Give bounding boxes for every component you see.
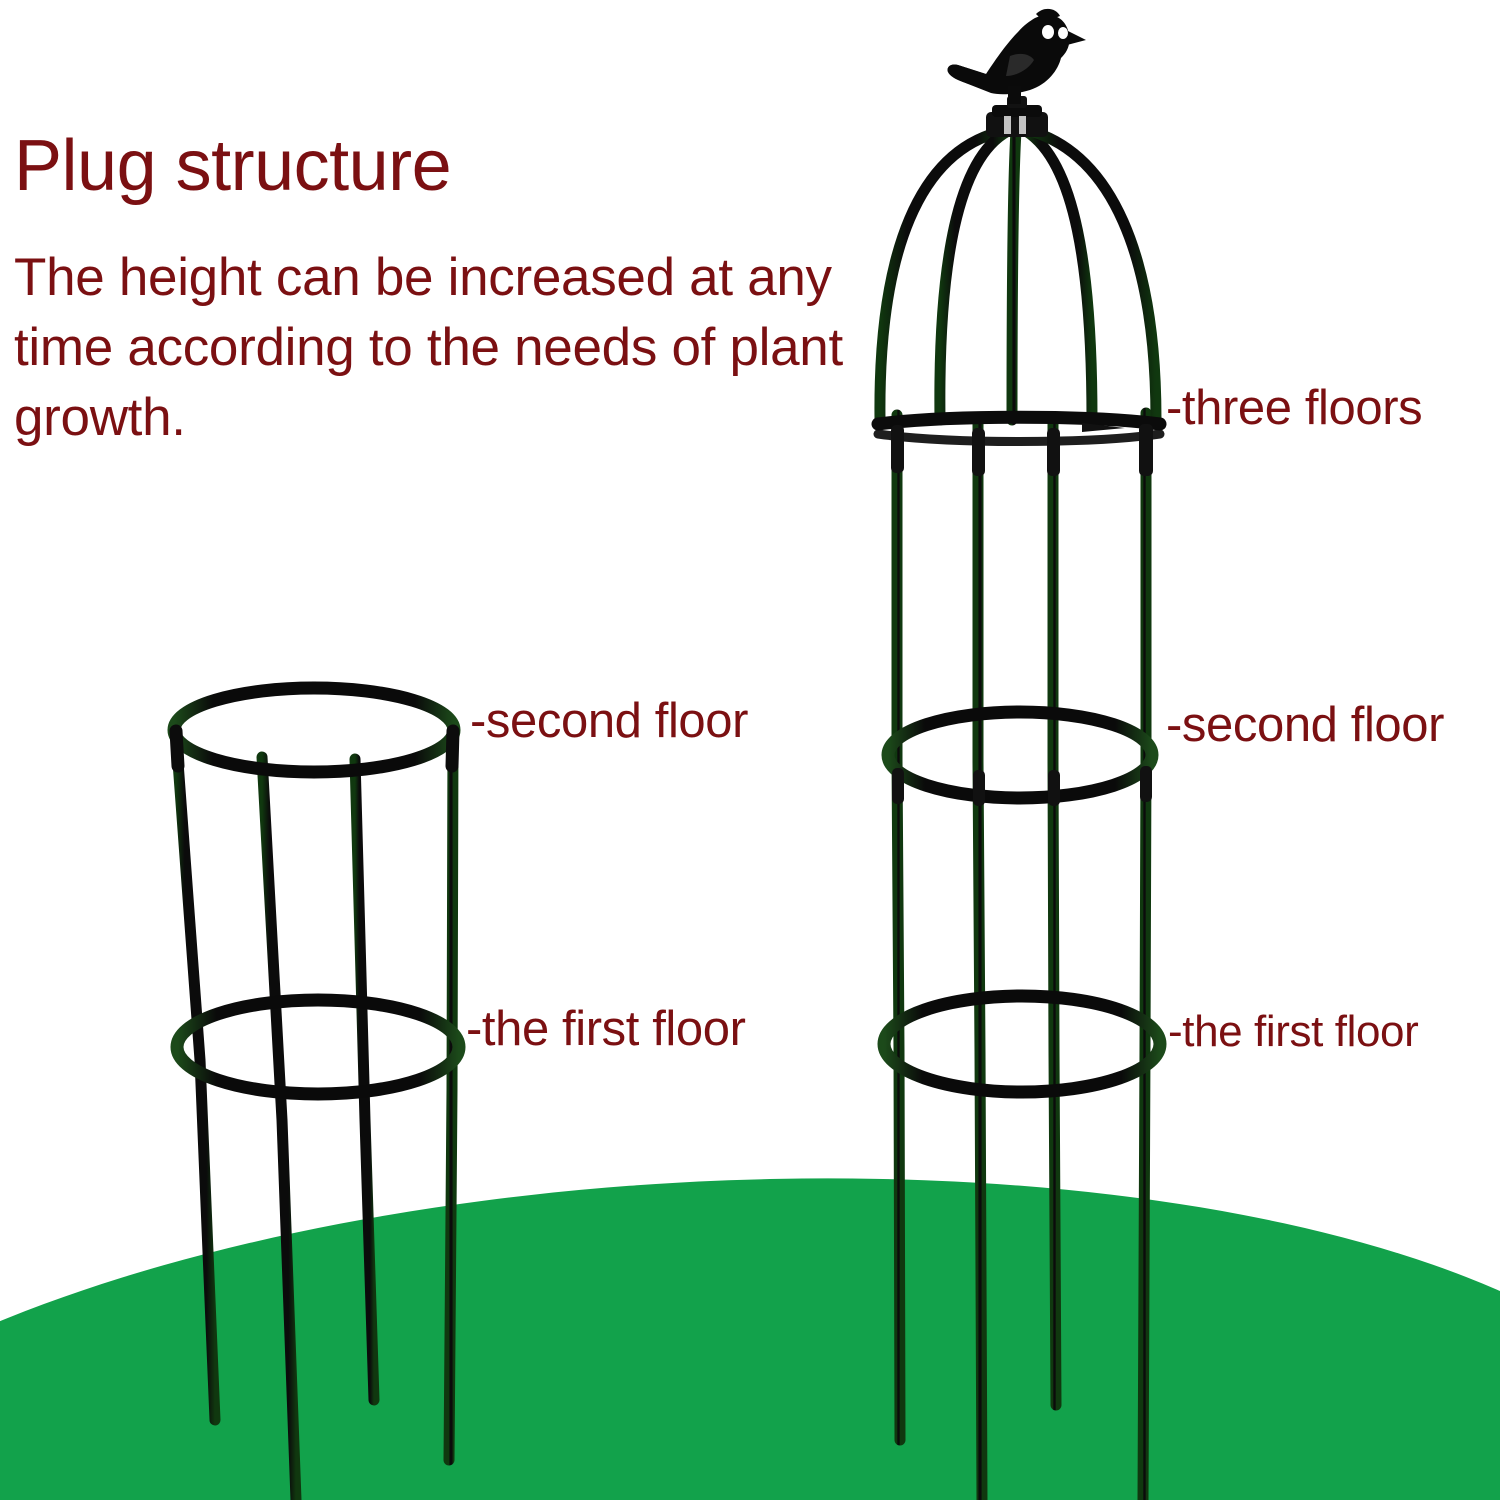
callout-first-floor-left: -the first floor xyxy=(466,1002,746,1056)
left-trellis-leg-3 xyxy=(349,753,380,1406)
left-trellis-leg-1 xyxy=(170,729,221,1426)
left-trellis-second-floor-ring xyxy=(167,681,461,779)
right-obelisk-legs xyxy=(891,407,1152,1500)
left-trellis-leg-4 xyxy=(443,729,459,1466)
obelisk-first-floor-ring xyxy=(877,989,1167,1099)
description-text: The height can be increased at any time … xyxy=(14,248,843,447)
callout-second-floor-right: -second floor xyxy=(1166,698,1445,752)
leg-cap-4 xyxy=(445,724,460,773)
obelisk-joint-collars xyxy=(891,424,1153,476)
obelisk-third-floor-ring xyxy=(871,410,1167,446)
obelisk-leg-1 xyxy=(891,409,906,1446)
bird-wing-highlight xyxy=(1006,53,1034,76)
leg-cap-1 xyxy=(169,724,185,773)
bird-finial xyxy=(947,8,1086,104)
callout-second-floor-left: -second floor xyxy=(470,694,749,748)
bird-tail xyxy=(947,64,988,91)
left-trellis-leg-caps xyxy=(169,724,460,773)
dome-rib-right-inner xyxy=(1020,125,1098,426)
callout-three-floors: -three floors xyxy=(1166,381,1423,435)
dome-rib-left-inner xyxy=(934,125,1014,426)
obelisk-ferrules xyxy=(892,766,1152,806)
right-obelisk xyxy=(871,8,1167,1500)
ground-layer xyxy=(0,1178,1500,1500)
obelisk-leg-3 xyxy=(1047,414,1062,1411)
bird-eye-2 xyxy=(1058,27,1068,39)
page-title: Plug structure xyxy=(14,126,452,206)
bird-beak xyxy=(1067,31,1086,45)
obelisk-leg-2 xyxy=(972,414,988,1500)
callout-first-floor-right: -the first floor xyxy=(1168,1007,1419,1056)
dome-rib-left-outer xyxy=(874,125,1009,426)
left-trellis-leg-2 xyxy=(256,751,302,1500)
dome-rib-right-outer xyxy=(1025,125,1162,426)
obelisk-dome xyxy=(874,125,1162,426)
dome-rib-center xyxy=(1006,125,1022,426)
green-ground-ellipse xyxy=(0,1178,1500,1500)
left-trellis-first-floor-ring xyxy=(170,993,466,1101)
bird-foot-post xyxy=(1008,86,1021,104)
left-trellis xyxy=(167,681,466,1500)
bird-crest xyxy=(1036,8,1060,22)
bird-eye xyxy=(1042,25,1054,39)
obelisk-second-floor-ring xyxy=(881,705,1159,805)
obelisk-leg-4 xyxy=(1137,407,1152,1500)
left-trellis-legs xyxy=(170,729,459,1500)
